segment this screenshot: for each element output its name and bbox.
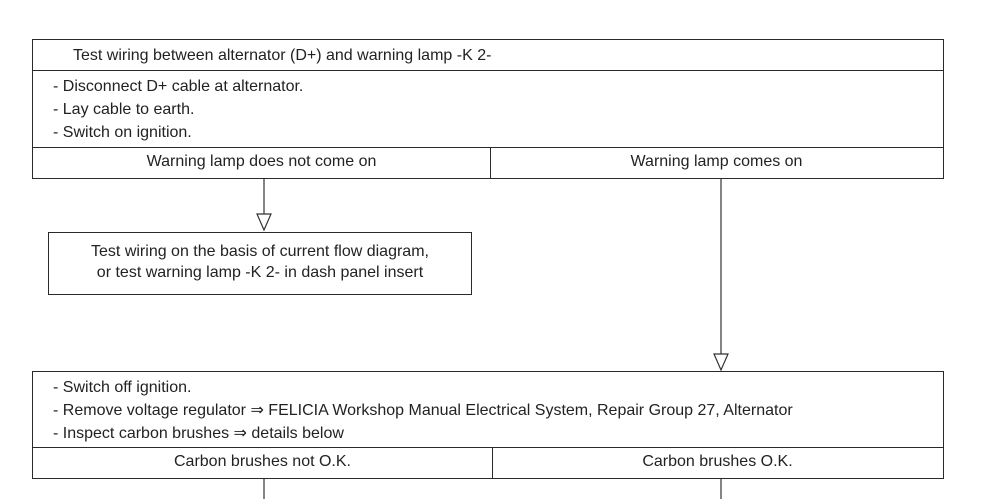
arrow-head-left bbox=[256, 213, 272, 232]
box1-step-2: Lay cable to earth. bbox=[53, 100, 195, 119]
box3-step-2: Remove voltage regulator ⇒ FELICIA Works… bbox=[53, 401, 793, 420]
box2-line-1: Test wiring on the basis of current flow… bbox=[91, 243, 429, 260]
box-inspect-brushes: Switch off ignition. Remove voltage regu… bbox=[32, 371, 944, 479]
box3-step-1: Switch off ignition. bbox=[53, 378, 192, 397]
box1-title-row: Test wiring between alternator (D+) and … bbox=[33, 40, 943, 71]
box3-outcome-left: Carbon brushes not O.K. bbox=[33, 448, 493, 478]
box1-step-3: Switch on ignition. bbox=[53, 123, 192, 142]
box3-outcomes: Carbon brushes not O.K. Carbon brushes O… bbox=[33, 448, 943, 478]
arrow-head-right bbox=[713, 353, 729, 372]
box3-steps: Switch off ignition. Remove voltage regu… bbox=[33, 372, 943, 448]
box1-outcome-left: Warning lamp does not come on bbox=[33, 148, 491, 178]
box3-outcome-right: Carbon brushes O.K. bbox=[642, 453, 793, 470]
box1-step-1: Disconnect D+ cable at alternator. bbox=[53, 77, 304, 96]
box3-step-3: Inspect carbon brushes ⇒ details below bbox=[53, 424, 344, 443]
box1-outcomes: Warning lamp does not come on Warning la… bbox=[33, 148, 943, 178]
box1-steps: Disconnect D+ cable at alternator. Lay c… bbox=[33, 71, 943, 148]
box1-outcome-right: Warning lamp comes on bbox=[630, 153, 803, 170]
box-test-wiring-diagram: Test wiring on the basis of current flow… bbox=[48, 232, 472, 295]
box2-line-2: or test warning lamp -K 2- in dash panel… bbox=[96, 264, 424, 281]
box1-title: Test wiring between alternator (D+) and … bbox=[73, 47, 492, 64]
box-test-wiring: Test wiring between alternator (D+) and … bbox=[32, 39, 944, 179]
